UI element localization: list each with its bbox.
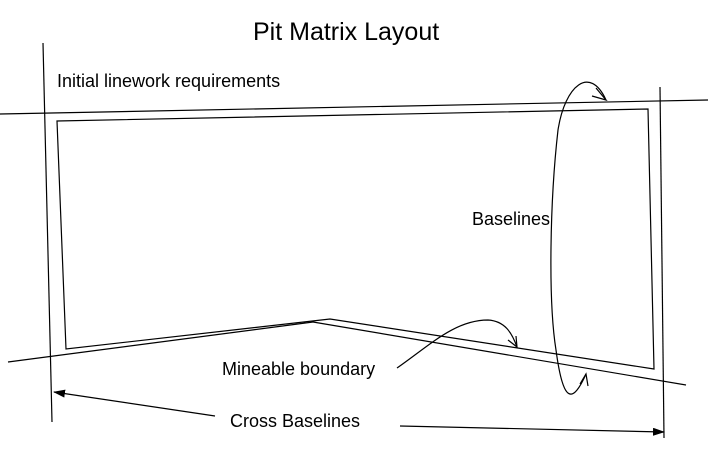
mineable-boundary-polygon <box>56 108 655 370</box>
right-cross-baseline-line <box>659 86 665 439</box>
top-baseline-line <box>0 99 709 115</box>
diagram-title: Pit Matrix Layout <box>253 18 440 46</box>
mineable-boundary-leader <box>396 319 518 369</box>
cross-baselines-arrow-right <box>399 425 665 436</box>
left-cross-baseline-line <box>42 42 53 423</box>
cross-baselines-arrow-left <box>53 389 216 417</box>
baselines-arrowhead-bottom <box>579 372 589 387</box>
mineable-boundary-arrowhead <box>507 335 518 349</box>
baselines-arrowhead-top <box>591 87 608 102</box>
mineable-boundary-label: Mineable boundary <box>222 359 376 379</box>
bottom-baseline-line-right <box>312 321 687 386</box>
baselines-label: Baselines <box>472 209 551 229</box>
cross-baselines-label: Cross Baselines <box>230 411 361 431</box>
bottom-baseline-line <box>7 321 314 363</box>
initial-linework-label: Initial linework requirements <box>57 71 281 91</box>
baselines-bracket <box>550 81 607 395</box>
